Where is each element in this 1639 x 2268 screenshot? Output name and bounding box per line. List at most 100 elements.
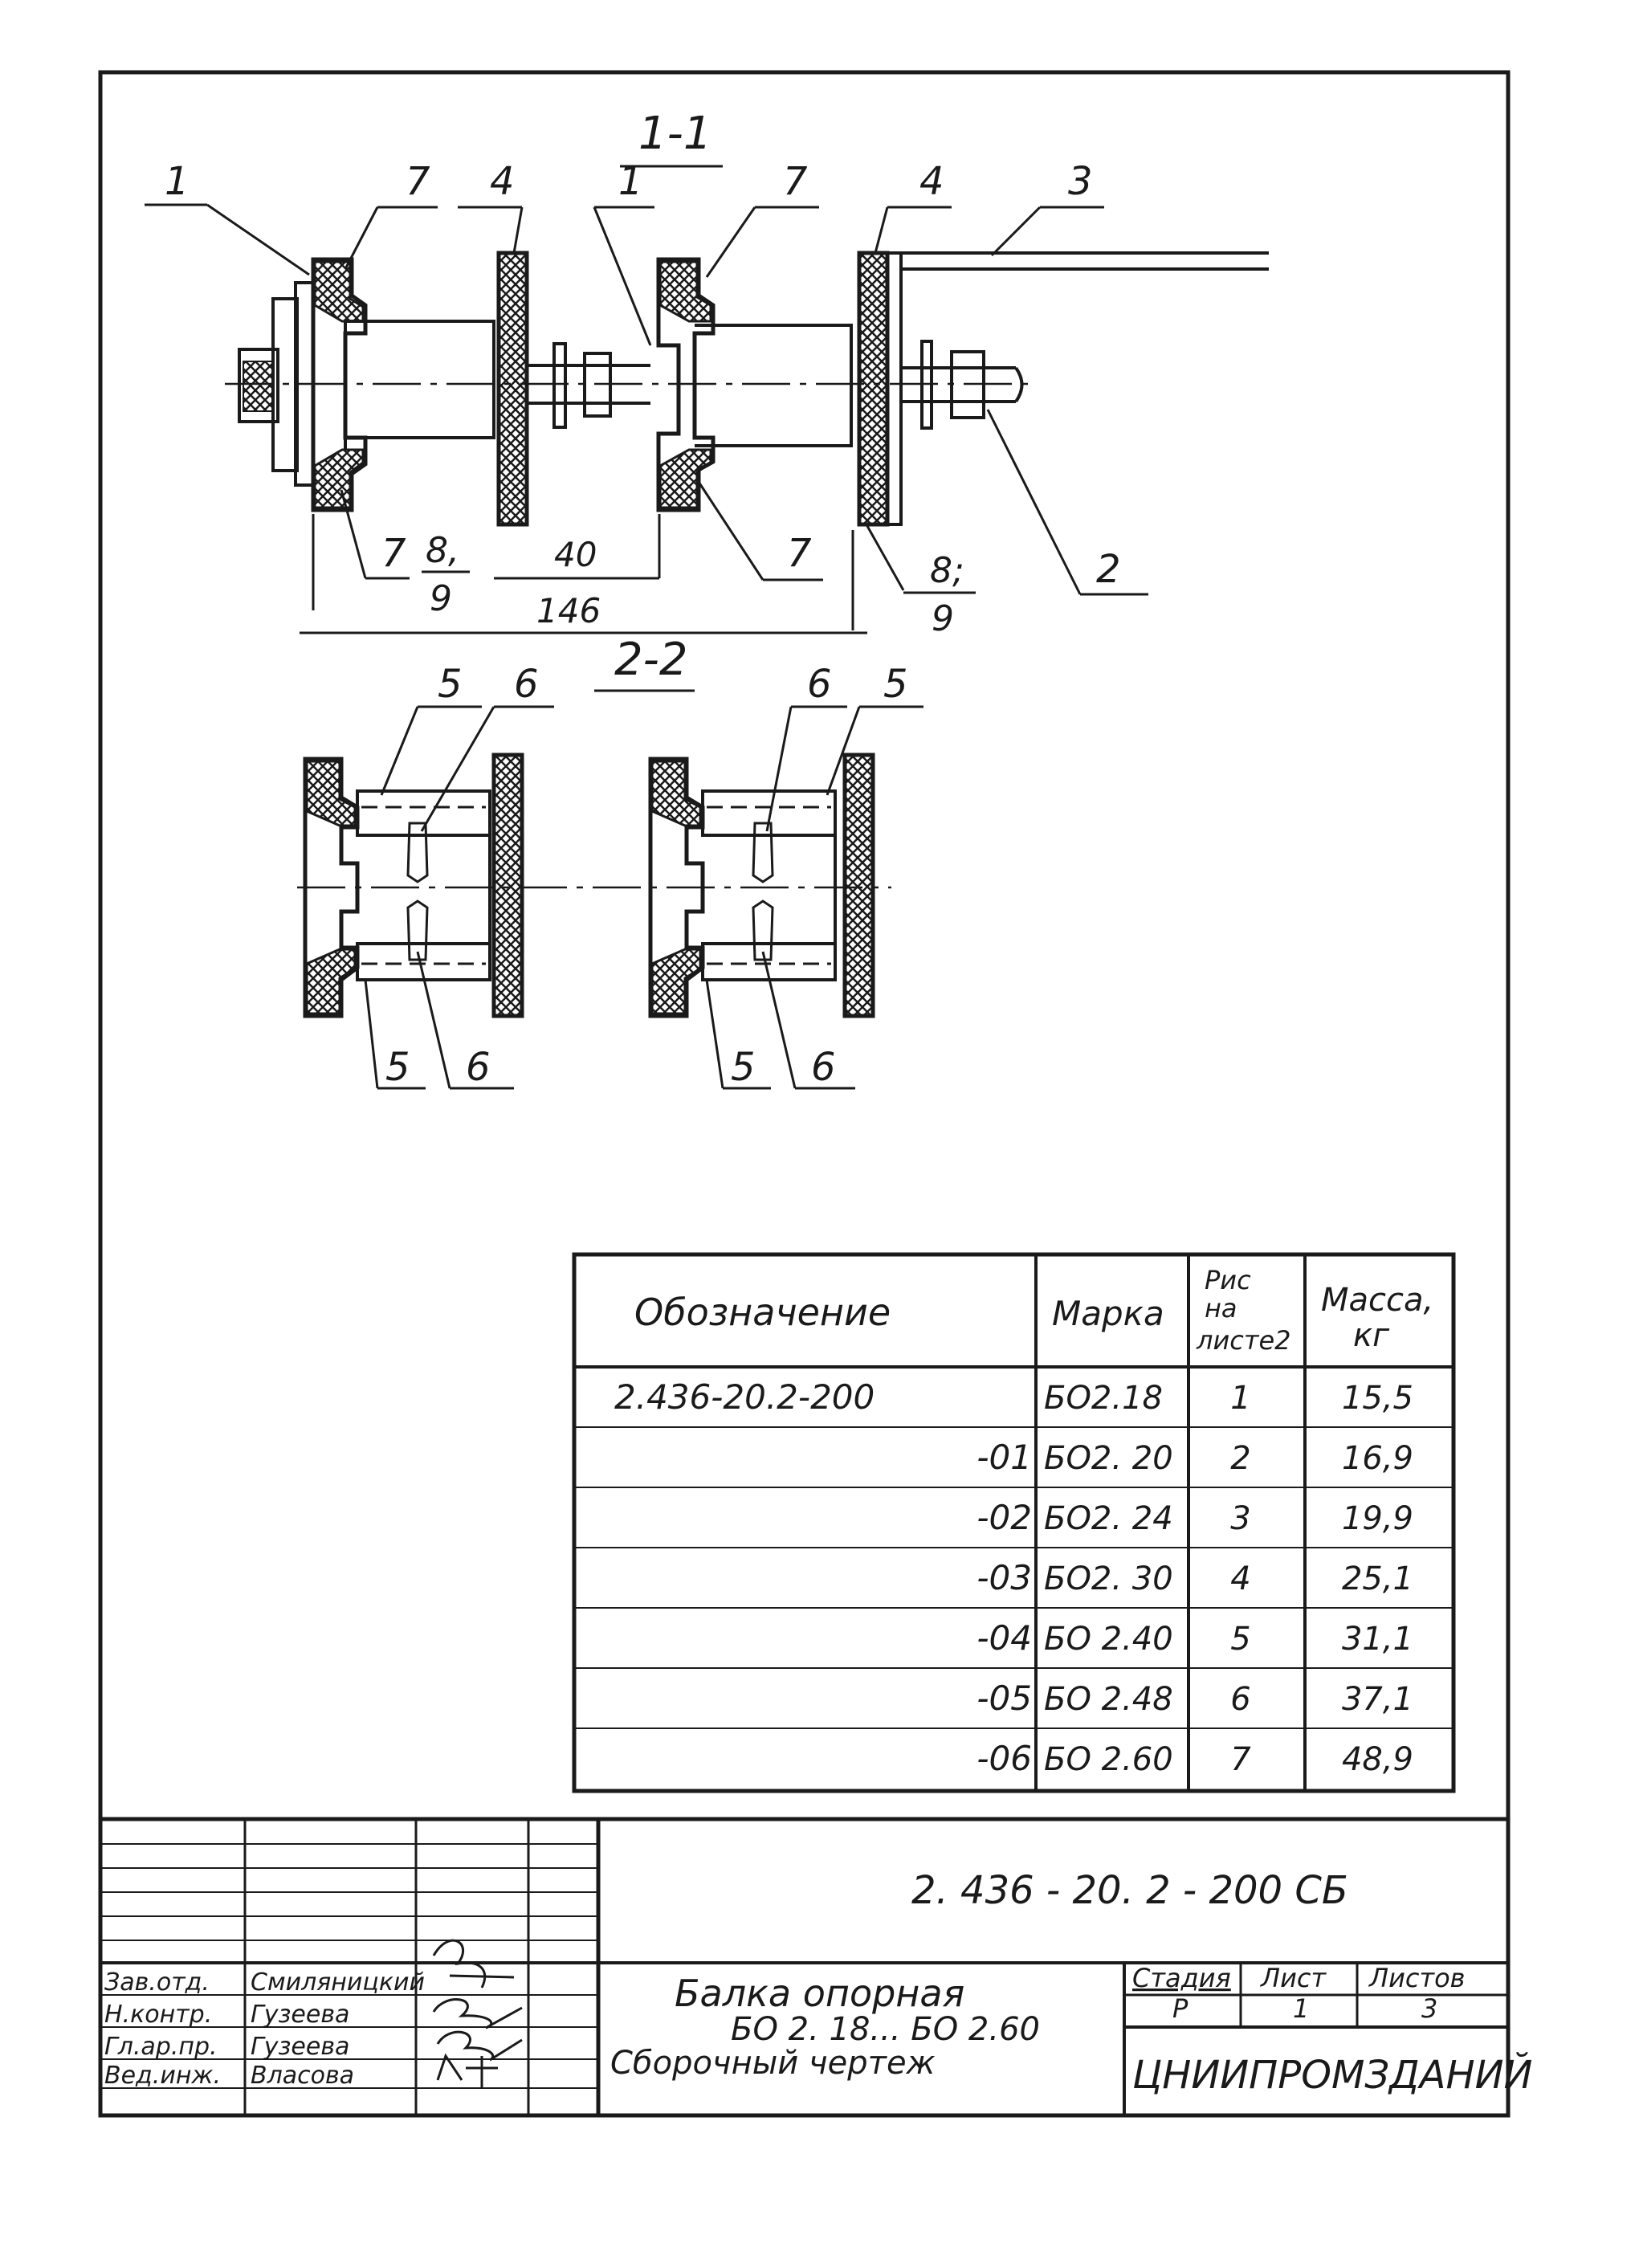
svg-text:4: 4 <box>490 159 515 204</box>
row-figure: 4 <box>1230 1560 1250 1597</box>
row-brand: БО 2.48 <box>1044 1681 1173 1718</box>
svg-text:2: 2 <box>1096 547 1121 592</box>
header-brand: Марка <box>1052 1294 1164 1333</box>
svg-text:7: 7 <box>783 159 808 204</box>
row-mass: 15,5 <box>1342 1380 1413 1417</box>
callout-7-left-top: 7 <box>344 159 438 270</box>
dimension-146: 146 <box>536 591 601 630</box>
row-figure: 3 <box>1230 1500 1250 1537</box>
row-brand: БО 2.60 <box>1044 1741 1173 1778</box>
signature-row: Вед.инж. Власова <box>104 2062 354 2090</box>
section-1-1-label: 1-1 <box>638 108 711 160</box>
row-mass: 19,9 <box>1342 1500 1413 1537</box>
svg-text:9: 9 <box>430 578 452 619</box>
row-figure: 7 <box>1230 1741 1251 1778</box>
callout-4-right: 4 <box>874 159 952 254</box>
document-code: 2. 436 - 20. 2 - 200 СБ <box>911 1868 1348 1913</box>
svg-text:8,: 8, <box>426 530 459 571</box>
section-1-1: 1-1 <box>145 108 1269 639</box>
row-brand: БО2.18 <box>1044 1380 1163 1417</box>
stage-value: Р <box>1172 1993 1188 2024</box>
table-row: 2.436-20.2-200 БО2.18 1 15,5 <box>614 1377 1413 1417</box>
signature-role: Зав.отд. <box>104 1968 210 1997</box>
row-brand: БО2. 30 <box>1044 1560 1173 1597</box>
section-2-2-label: 2-2 <box>614 634 687 686</box>
callout-8-9-left: 8, 9 <box>422 530 470 619</box>
row-brand: БО 2.40 <box>1044 1621 1173 1658</box>
signature-scribbles <box>432 1939 523 2088</box>
callout-7-mid-top: 7 <box>705 159 819 278</box>
sheets-value: 3 <box>1421 1993 1437 2024</box>
organization-name: ЦНИИПРОМЗДАНИЙ <box>1132 2052 1532 2098</box>
row-designation: -06 <box>976 1739 1032 1778</box>
title-line-2: БО 2. 18... БО 2.60 <box>731 2011 1040 2048</box>
svg-text:4: 4 <box>919 159 944 204</box>
callout-5-right-top: 5 <box>826 662 923 796</box>
row-brand: БО2. 20 <box>1044 1440 1173 1477</box>
row-figure: 6 <box>1230 1681 1250 1718</box>
row-designation: 2.436-20.2-200 <box>614 1377 875 1417</box>
row-mass: 16,9 <box>1342 1440 1413 1477</box>
callout-1-mid: 1 <box>593 159 654 346</box>
header-figure: Рис на листе2 <box>1196 1265 1291 1356</box>
sheet-frame <box>98 70 1511 2118</box>
signature-name: Власова <box>251 2062 354 2090</box>
signature-name: Гузеева <box>251 2001 349 2029</box>
header-mass: Масса, кг <box>1321 1282 1444 1354</box>
row-designation: -02 <box>976 1498 1032 1537</box>
row-figure: 2 <box>1230 1440 1250 1477</box>
sheet-header: Лист <box>1260 1963 1327 1993</box>
row-figure: 1 <box>1230 1380 1250 1417</box>
callout-7-left-bottom: 7 <box>340 489 410 580</box>
signature-row: Зав.отд.Смиляницкий <box>104 1968 425 1997</box>
callout-6-right-top: 6 <box>765 662 847 832</box>
svg-text:3: 3 <box>1068 159 1093 204</box>
callout-6-right-bottom: 6 <box>761 951 855 1090</box>
row-mass: 31,1 <box>1342 1621 1413 1658</box>
signature-row: Н.контр. Гузеева <box>104 2001 349 2029</box>
section-2-2: 2-2 5 6 <box>297 634 923 1090</box>
svg-text:7: 7 <box>406 159 430 204</box>
row-brand: БО2. 24 <box>1044 1500 1173 1537</box>
signature-role: Н.контр. <box>104 2001 212 2029</box>
row-designation: -05 <box>976 1679 1032 1718</box>
callout-6-left-bottom: 6 <box>416 951 514 1090</box>
row-figure: 5 <box>1230 1621 1250 1658</box>
specification-table: Обозначение Марка Рис на листе2 Масса, к… <box>572 1252 1456 1793</box>
title-line-1: Балка опорная <box>675 1972 964 2015</box>
svg-text:5: 5 <box>385 1045 410 1090</box>
row-mass: 37,1 <box>1342 1681 1413 1718</box>
signature-role: Вед.инж. <box>104 2062 221 2090</box>
row-mass: 48,9 <box>1342 1741 1413 1778</box>
sheets-header: Листов <box>1368 1963 1466 1993</box>
callout-8-9-right: 8; 9 <box>866 525 976 639</box>
table-row: -02 БО2. 24 3 19,9 <box>976 1498 1413 1537</box>
svg-text:5: 5 <box>883 662 908 707</box>
svg-text:7: 7 <box>381 531 406 576</box>
callout-2: 2 <box>986 409 1148 596</box>
header-designation: Обозначение <box>634 1291 891 1334</box>
svg-text:6: 6 <box>807 662 832 707</box>
table-row: -05 БО 2.48 6 37,1 <box>976 1679 1413 1718</box>
svg-text:9: 9 <box>932 598 954 639</box>
svg-text:1: 1 <box>165 159 190 204</box>
stage-header: Стадия <box>1132 1963 1231 1993</box>
callout-1-left: 1 <box>145 159 310 276</box>
callout-5-left-top: 5 <box>380 662 482 796</box>
row-mass: 25,1 <box>1342 1560 1413 1597</box>
table-row: -06 БО 2.60 7 48,9 <box>976 1739 1413 1778</box>
signature-name: Гузеева <box>251 2033 349 2061</box>
table-row: -04 БО 2.40 5 31,1 <box>976 1618 1413 1658</box>
title-line-3: Сборочный чертеж <box>610 2045 936 2082</box>
callout-3: 3 <box>990 159 1104 257</box>
row-designation: -04 <box>976 1618 1032 1658</box>
callout-5-right-bottom: 5 <box>705 979 771 1090</box>
dimension-40: 40 <box>554 535 597 574</box>
signature-row: Гл.ар.пр.Гузеева <box>104 2033 349 2061</box>
svg-text:5: 5 <box>438 662 463 707</box>
callout-5-left-bottom: 5 <box>364 979 426 1090</box>
callout-6-left-top: 6 <box>420 662 554 832</box>
